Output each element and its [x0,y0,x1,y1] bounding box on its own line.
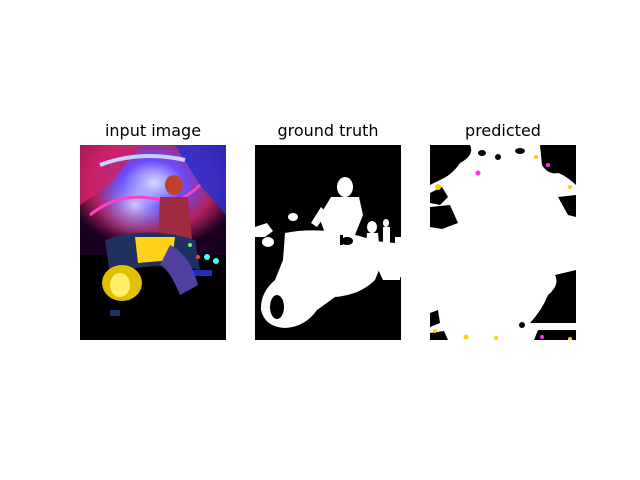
input-photo [80,145,226,340]
ground-truth-panel [255,145,401,340]
panel-title-predicted: predicted [465,121,541,140]
predicted-mask [430,145,576,340]
panel-title-ground-truth: ground truth [277,121,379,140]
ground-truth-mask [255,145,401,340]
panel-title-input-image: input image [104,121,202,140]
input-image-panel [80,145,226,340]
predicted-panel [430,145,576,340]
